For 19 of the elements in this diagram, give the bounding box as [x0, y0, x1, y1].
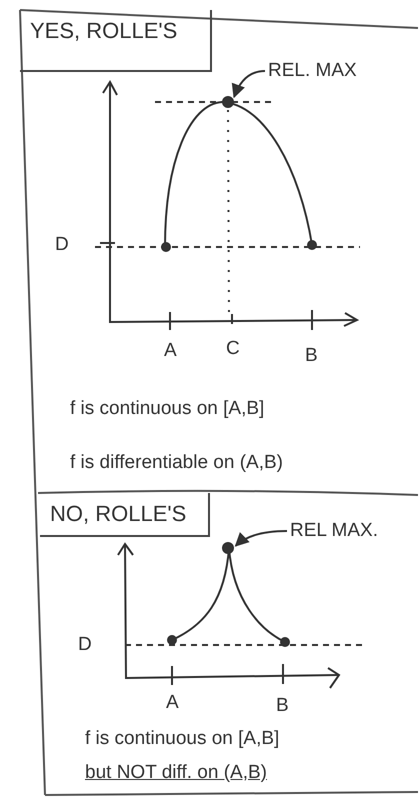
condition-text: f is continuous on [A,B] [85, 728, 280, 750]
condition-text: but NOT diff. on (A,B) [85, 762, 267, 784]
condition-text: f is continuous on [A,B] [70, 398, 264, 420]
leader-arrow [234, 530, 288, 547]
maximum-point [222, 542, 234, 554]
axis-label: D [55, 234, 69, 256]
annotation-text: REL MAX. [290, 520, 378, 542]
axis-label: C [226, 338, 240, 360]
condition-text: f is differentiable on (A,B) [70, 452, 283, 474]
section-tag: YES, ROLLE'S [20, 10, 212, 72]
axis-label: A [164, 340, 177, 362]
axis-label: B [276, 695, 289, 717]
axis-label: A [166, 692, 179, 714]
leader-arrow [232, 70, 266, 98]
axis-label: B [305, 345, 318, 367]
axis-label: D [78, 634, 92, 656]
section-tag: NO, ROLLE'S [40, 493, 210, 537]
annotation-text: REL. MAX [268, 60, 357, 82]
maximum-point [222, 96, 234, 108]
